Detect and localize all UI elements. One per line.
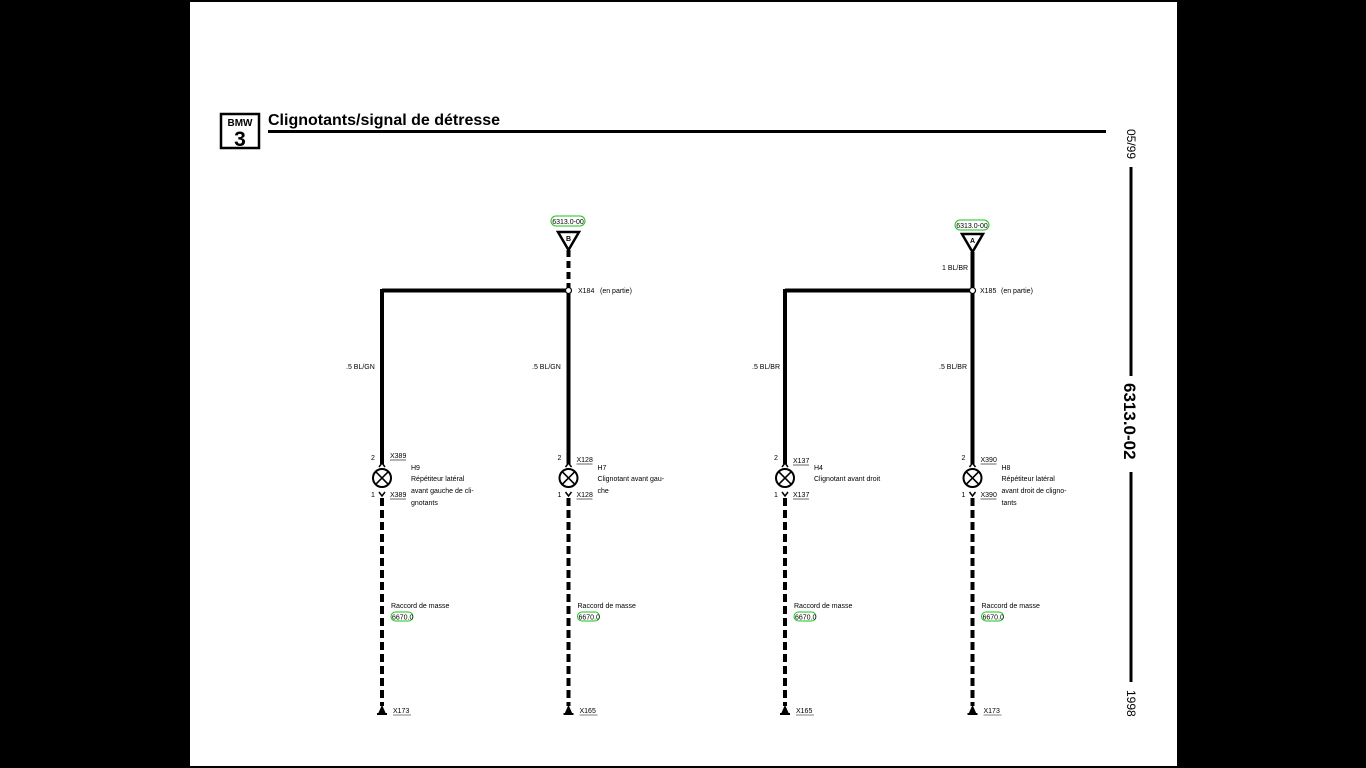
branch-h4-pin-bot: 1: [774, 492, 778, 499]
source-a: 6313.0-00 A 1 BL/BR: [942, 219, 990, 272]
branch-h8-pin-top: 2: [962, 455, 966, 462]
branch-h9-code: H9: [411, 465, 420, 472]
branch-h7-conn-top: X128: [577, 457, 593, 464]
branch-h9-ground-label: Raccord de masse: [391, 603, 449, 610]
splice-x184-note: (en partie): [600, 288, 632, 295]
branch-h7-pin-bot: 1: [558, 492, 562, 499]
branch-h8-lamp-cross-b: [965, 471, 980, 485]
branch-h9-ground-conn: X173: [393, 708, 409, 715]
branch-h4-ground-label: Raccord de masse: [794, 603, 852, 610]
right-wiring: [783, 252, 977, 464]
branch-h9-ground-ref: 6670.0: [392, 615, 414, 622]
source-a-feed-wire: 1 BL/BR: [942, 265, 968, 272]
branch-h9-lamp-cross-b: [375, 471, 389, 485]
branch-h9-conn-top: X389: [390, 453, 406, 460]
branch-h9-pin-bot-tick: [378, 491, 386, 498]
diagram-sheet: BMW 3 Clignotants/signal de détresse 05/…: [190, 2, 1177, 766]
source-a-letter: A: [970, 238, 975, 245]
source-b-ref: 6313.0-00: [552, 219, 584, 226]
branch-h4-conn-bot: X137: [793, 492, 809, 499]
side-year: 1998: [1124, 690, 1138, 717]
branch-h7-desc-line-0: Clignotant avant gau-: [598, 476, 665, 483]
splice-x185-icon: [968, 286, 977, 295]
branch-h9-desc-line-2: gnotants: [411, 500, 438, 507]
logo-brand: BMW: [228, 118, 254, 129]
branch-h8-desc-line-0: Répétiteur latéral: [1002, 476, 1056, 483]
bmw-logo: BMW 3: [219, 112, 261, 151]
side-date: 05/99: [1124, 129, 1138, 159]
page-title: Clignotants/signal de détresse: [268, 112, 500, 129]
branch-h7-ground-conn: X165: [580, 708, 596, 715]
branch-h8-code: H8: [1002, 465, 1011, 472]
branch-h9-desc-line-0: Répétiteur latéral: [411, 476, 465, 483]
branch-h4-desc-line-0: Clignotant avant droit: [814, 476, 880, 483]
branch-h7-pin-top: 2: [558, 455, 562, 462]
splice-x185-connector: X185: [980, 288, 996, 295]
branch-h7-code: H7: [598, 465, 607, 472]
branch-h4-ground-conn: X165: [796, 708, 812, 715]
source-a-ref-highlight: [954, 219, 990, 231]
branch-h8-wire-label: .5 BL/BR: [939, 364, 967, 371]
branch-h4-code: H4: [814, 465, 823, 472]
branch-h4-ground-ref: 6670.0: [795, 615, 817, 622]
branch-h7-conn-bot: X128: [577, 492, 593, 499]
branch-h4-lamp-cross-b: [778, 471, 792, 485]
branch-h8-ground-ref: 6670.0: [983, 615, 1005, 622]
splice-x184-connector: X184: [578, 288, 594, 295]
branch-h4-pin-top-tick: [781, 461, 789, 468]
branch-h7-ground-label: Raccord de masse: [578, 603, 636, 610]
left-wiring: [380, 250, 573, 464]
branch-h8-pin-top-tick: [968, 461, 977, 468]
source-b-letter: B: [566, 236, 571, 243]
wiring-diagram: BMW 3 Clignotants/signal de détresse 05/…: [219, 112, 1139, 717]
branch-h8-ground-label: Raccord de masse: [982, 603, 1040, 610]
source-b-connector-icon: [555, 230, 582, 253]
branch-h8-ground-terminal-icon: [968, 704, 977, 715]
branch-h7-wire-label: .5 BL/GN: [532, 364, 561, 371]
branch-h8-conn-top: X390: [981, 457, 997, 464]
source-a-ref: 6313.0-00: [956, 223, 988, 230]
branch-h4-ground-terminal-icon: [780, 704, 790, 715]
branch-h8-conn-bot: X390: [981, 492, 997, 499]
branch-h9-ground-ref-highlight: [390, 611, 414, 622]
branch-h4-pin-top: 2: [774, 455, 778, 462]
side-strip: 05/99 6313.0-02 1998: [1120, 129, 1139, 717]
branch-h9-pin-bot: 1: [371, 492, 375, 499]
splice-x185-note: (en partie): [1001, 288, 1033, 295]
splice-x184-icon: [564, 286, 573, 295]
branch-h8-ground-ref-highlight: [981, 611, 1004, 622]
branch-h7-desc-line-1: che: [598, 488, 609, 495]
branch-h8-desc-line-1: avant droit de cligno-: [1002, 488, 1068, 495]
branch-h7-lamp-cross-b: [561, 471, 576, 485]
source-b-ref-highlight: [550, 215, 586, 227]
branch-h4-ground-ref-highlight: [793, 611, 817, 622]
branch-h8-ground-conn: X173: [984, 708, 1000, 715]
branch-h4-wire-label: .5 BL/BR: [752, 364, 780, 371]
branch-h8-desc-line-2: tants: [1002, 500, 1018, 507]
branch-h9-wire-label: .5 BL/GN: [346, 364, 375, 371]
branch-h7-pin-bot-tick: [564, 491, 573, 498]
branch-h8-pin-bot: 1: [962, 492, 966, 499]
branch-h9-pin-top: 2: [371, 455, 375, 462]
branch-h7-ground-ref-highlight: [577, 611, 600, 622]
branch-h7-pin-top-tick: [564, 461, 573, 468]
branch-h7-ground-ref: 6670.0: [579, 615, 601, 622]
source-b: 6313.0-00 B: [550, 215, 586, 253]
branch-h8-pin-bot-tick: [968, 491, 977, 498]
side-code: 6313.0-02: [1120, 383, 1139, 460]
branch-h9-ground-terminal-icon: [377, 704, 387, 715]
branch-h9-pin-top-tick: [378, 461, 386, 468]
branch-h9-desc-line-1: avant gauche de cli-: [411, 488, 474, 495]
logo-series: 3: [234, 128, 246, 151]
branch-h4-conn-top: X137: [793, 458, 809, 465]
source-a-connector-icon: [959, 232, 986, 255]
branch-h4-pin-bot-tick: [781, 491, 789, 498]
branch-h9-conn-bot: X389: [390, 492, 406, 499]
branch-h7-ground-terminal-icon: [564, 704, 573, 715]
